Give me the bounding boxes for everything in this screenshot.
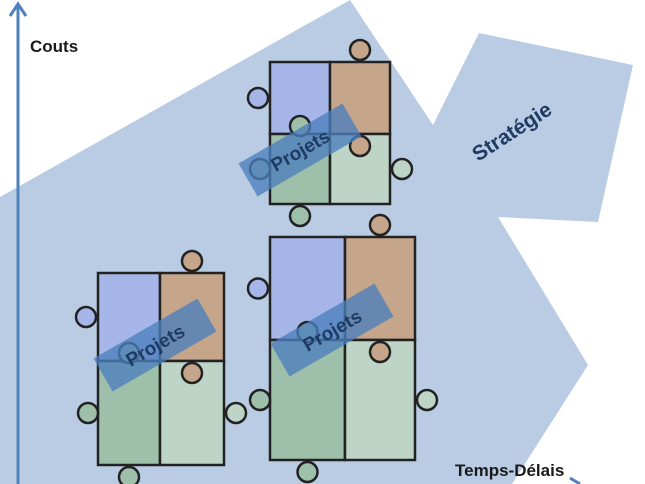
puzzle-knob (180, 249, 204, 273)
puzzle-knob (348, 38, 372, 62)
y-axis-label: Couts (30, 37, 78, 56)
puzzle-knob (415, 388, 439, 412)
puzzle-knob (180, 361, 204, 385)
puzzle-knob (368, 213, 392, 237)
puzzle-cluster: Projets (238, 38, 414, 228)
puzzle-cluster: Projets (74, 249, 248, 484)
puzzle-knob (74, 305, 98, 329)
label-box (270, 283, 394, 377)
x-axis-label: Temps-Délais (455, 461, 564, 480)
puzzle-cluster: Projets (246, 213, 439, 484)
x-axis-arrowhead (569, 476, 581, 484)
puzzle-knob (368, 340, 392, 364)
puzzle-knob (296, 460, 319, 484)
puzzle-knob (246, 86, 270, 110)
label-box (238, 103, 362, 197)
puzzle-knob (117, 465, 141, 484)
label-box (93, 298, 217, 392)
puzzle-knob (224, 401, 248, 425)
puzzle-knob (76, 401, 100, 425)
puzzle-knob (248, 388, 272, 412)
y-axis-arrowhead (8, 1, 28, 17)
puzzle-knob (288, 204, 312, 228)
puzzle-knob (246, 277, 270, 300)
puzzle-knob (390, 157, 414, 181)
